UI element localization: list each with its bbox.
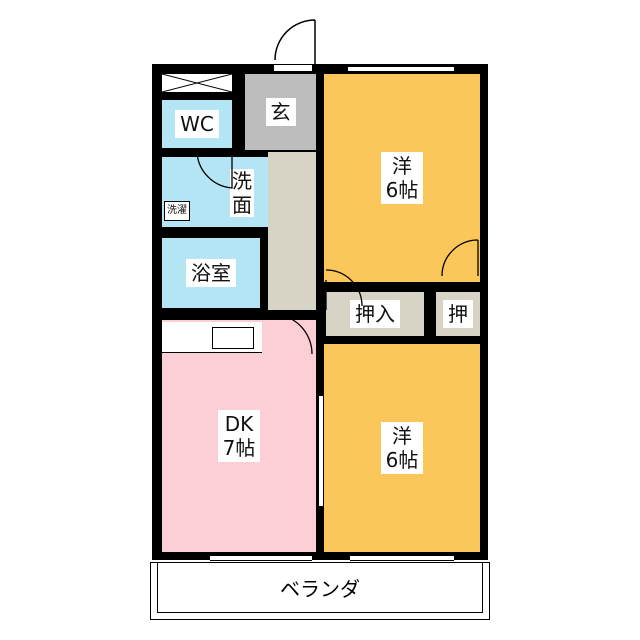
window-western — [350, 555, 454, 561]
western1-label: 洋 6帖 — [380, 152, 424, 204]
room-western-2: 洋 6帖 — [324, 344, 480, 552]
balcony: ベランダ — [150, 562, 490, 620]
sink-icon — [212, 327, 254, 349]
room-entrance: 玄 — [245, 74, 316, 150]
room-washroom: 洗 面 洗濯 — [162, 157, 268, 227]
door-swings-icon — [196, 149, 479, 355]
entry-door-gap — [274, 64, 312, 72]
wc-label: WC — [175, 110, 219, 138]
washroom-label: 洗 面 — [230, 169, 254, 217]
sliding-door — [318, 396, 324, 506]
balcony-label: ベランダ — [280, 577, 360, 601]
laundry-label: 洗濯 — [164, 201, 190, 221]
entrance-label: 玄 — [265, 98, 296, 126]
dk-label: DK 7帖 — [217, 410, 261, 462]
room-western-1: 洋 6帖 — [324, 74, 480, 282]
hallway — [268, 152, 316, 310]
window-dk — [210, 555, 312, 561]
room-wc: WC — [162, 100, 232, 148]
balcony-rail: ベランダ — [157, 563, 483, 613]
closet2-label: 押 — [443, 300, 473, 328]
window-top — [348, 66, 454, 72]
room-bath: 浴室 — [162, 238, 260, 308]
closet1-label: 押入 — [350, 300, 400, 328]
western2-label: 洋 6帖 — [380, 422, 424, 474]
bath-label: 浴室 — [186, 259, 236, 287]
room-dk: DK 7帖 — [162, 320, 316, 552]
storage-box-icon — [162, 74, 232, 92]
room-closet-1: 押入 — [326, 292, 424, 336]
room-closet-2: 押 — [436, 292, 480, 336]
entry-door-icon — [274, 19, 316, 64]
kitchen-counter — [162, 322, 262, 353]
